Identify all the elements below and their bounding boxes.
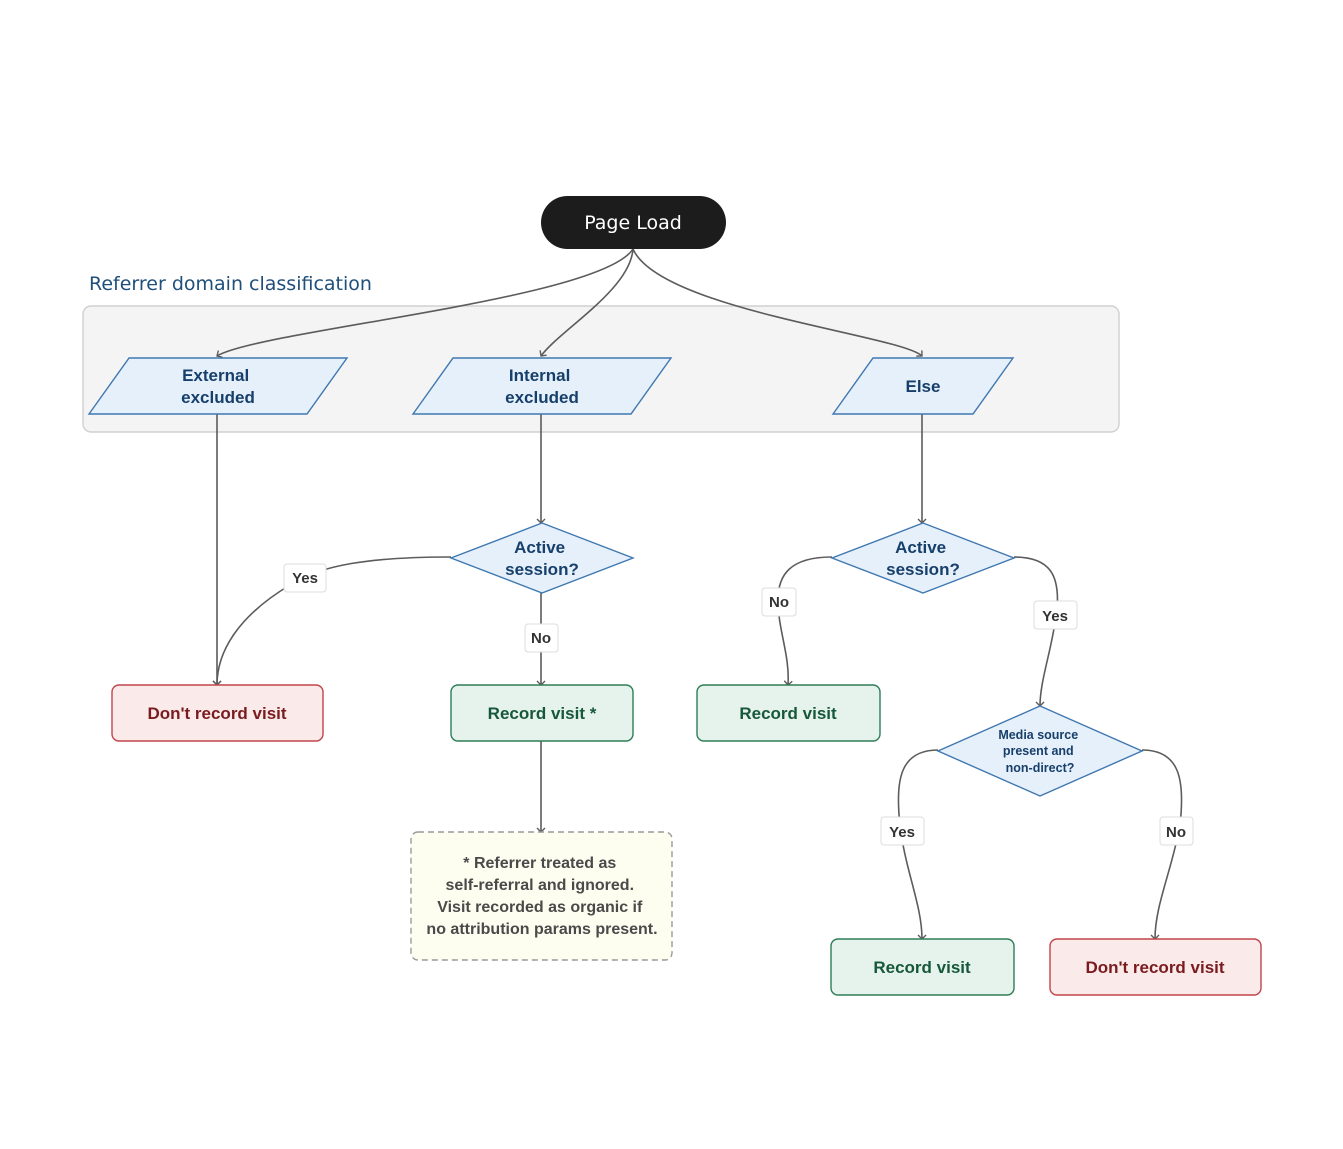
note-line2: self-referral and ignored.	[446, 877, 635, 894]
svg-text:Yes: Yes	[292, 570, 318, 587]
record-visit-media-yes	[830, 938, 1015, 996]
else-node	[831, 357, 1015, 415]
media-line3: non-direct?	[1006, 761, 1075, 775]
svg-text:Active session?: Active session?	[886, 538, 960, 579]
record-visit-else-no	[696, 684, 881, 742]
svg-text:No: No	[531, 630, 551, 647]
start-node	[541, 196, 726, 249]
start-label: Page Load	[584, 212, 682, 234]
internal-label-line2: excluded	[505, 388, 579, 407]
svg-text:Yes: Yes	[889, 824, 915, 841]
note-line4: no attribution params present.	[426, 921, 657, 938]
edge-active-yes-dont-record	[212, 556, 452, 686]
edge-label-no-internal: No	[524, 623, 559, 653]
external-label-line2: excluded	[181, 388, 255, 407]
active-else-line1: Active	[895, 538, 946, 557]
record-star-label: Record visit *	[488, 704, 597, 723]
active-session-else-decision	[830, 522, 1016, 594]
edge-label-yes-media: Yes	[880, 816, 925, 846]
note-line3: Visit recorded as organic if	[437, 899, 643, 916]
active-internal-line2: session?	[505, 560, 579, 579]
svg-text:No: No	[1166, 824, 1186, 841]
edge-start-external	[216, 248, 634, 359]
internal-label-line1: Internal	[509, 366, 570, 385]
svg-text:Internal excluded: Internal excluded	[505, 366, 579, 407]
dont-record-visit-external	[111, 684, 324, 742]
external-label-line1: External	[182, 366, 249, 385]
note-line1: * Referrer treated as	[463, 855, 616, 872]
active-session-internal-decision	[449, 522, 635, 594]
edge-label-no-else: No	[761, 587, 797, 617]
internal-excluded-node	[411, 357, 673, 415]
edge-active-else-no	[777, 556, 833, 686]
media-line1: Media source	[998, 728, 1078, 742]
edge-active-else-yes	[1013, 556, 1059, 707]
svg-text:* Referrer treated as self: * Referrer treated as self-referral and …	[426, 855, 657, 938]
edge-label-yes-else: Yes	[1033, 600, 1078, 630]
record-label-2: Record visit	[873, 958, 971, 977]
media-line2: present and	[1003, 744, 1074, 758]
edge-start-internal	[539, 248, 634, 357]
svg-text:External excluded: External excluded	[181, 366, 255, 407]
external-excluded-node	[87, 357, 349, 415]
svg-text:Media source present and: Media source present and non-direct?	[998, 728, 1081, 775]
else-label: Else	[906, 377, 941, 396]
edge-label-no-media: No	[1159, 816, 1194, 846]
note-box	[410, 831, 673, 961]
dont-record-visit-media-no	[1049, 938, 1262, 996]
active-else-line2: session?	[886, 560, 960, 579]
edge-label-yes-internal: Yes	[283, 563, 327, 593]
referrer-group-title: Referrer domain classification	[89, 273, 372, 295]
svg-text:Yes: Yes	[1042, 608, 1068, 625]
dont-record-label-2: Don't record visit	[1085, 958, 1224, 977]
svg-text:No: No	[769, 594, 789, 611]
edge-start-else	[632, 248, 923, 357]
active-internal-line1: Active	[514, 538, 565, 557]
dont-record-label-1: Don't record visit	[147, 704, 286, 723]
media-source-decision	[936, 705, 1144, 797]
svg-text:Active session?: Active session?	[505, 538, 579, 579]
record-visit-star	[450, 684, 634, 742]
record-label-1: Record visit	[739, 704, 837, 723]
